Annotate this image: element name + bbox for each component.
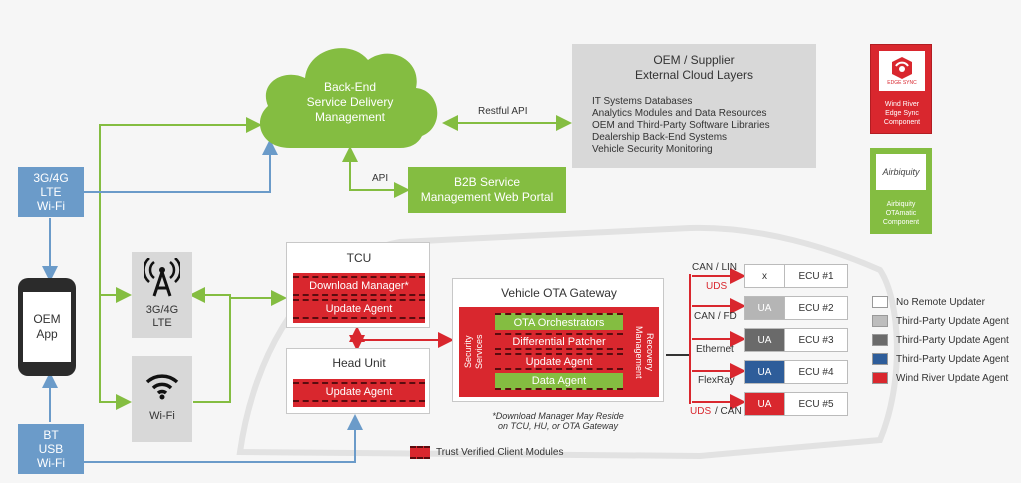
airbiquity-caption: Airbiquity OTAmatic Component	[882, 200, 920, 226]
airbiquity-component: Airbiquity Airbiquity OTAmatic Component	[870, 148, 932, 234]
ota-orchestrators-module: OTA Orchestrators	[495, 313, 623, 330]
external-cloud-item: IT Systems Databases	[592, 96, 693, 107]
ota-gateway-box: Vehicle OTA Gateway Security Services Re…	[452, 278, 664, 402]
bus-label-ethernet: Ethernet	[696, 344, 734, 355]
tcu-box: TCU Download Manager* Update Agent	[286, 242, 430, 328]
ecu-agent: UA	[745, 329, 785, 351]
ecu-row: UA ECU #3	[744, 328, 848, 352]
edge-sync-icon	[892, 57, 912, 79]
trust-label: Trust Verified Client Modules	[436, 447, 564, 458]
airbiquity-logo: Airbiquity	[876, 154, 926, 190]
api-label: API	[372, 173, 389, 184]
legend-swatch	[872, 296, 888, 308]
external-cloud-item: Analytics Modules and Data Resources	[592, 108, 767, 119]
airbiquity-logo-text: Airbiquity	[882, 167, 920, 177]
ecu-agent: x	[745, 265, 785, 287]
legend-swatch	[872, 315, 888, 327]
data-agent-module: Data Agent	[495, 373, 623, 390]
oem-app-label: OEM App	[23, 292, 71, 362]
head-unit-module-stack: Update Agent	[293, 379, 425, 407]
edge-sync-logo-text: EDGE SYNC	[887, 80, 917, 86]
network-bt-usb-wifi: BT USB Wi-Fi	[18, 424, 84, 474]
ecu-name: ECU #5	[798, 398, 834, 410]
ecu-name: ECU #3	[798, 334, 834, 346]
restful-api-label: Restful API	[478, 106, 528, 117]
tcu-title: TCU	[346, 251, 372, 265]
cloud-shape	[259, 48, 438, 148]
security-services-label: Security Services	[463, 334, 484, 370]
b2b-portal: B2B Service Management Web Portal	[408, 167, 566, 213]
ecu-agent: UA	[745, 297, 785, 319]
ecu-row: UA ECU #4	[744, 360, 848, 384]
recovery-management-label: Recovery Management	[634, 325, 655, 379]
external-cloud-item: Dealership Back-End Systems	[592, 132, 728, 143]
external-cloud-list: IT Systems Databases Analytics Modules a…	[592, 96, 812, 156]
tcu-update-agent-module: Update Agent	[293, 299, 425, 319]
external-cloud-item: Vehicle Security Monitoring	[592, 144, 713, 155]
legend-label: Third-Party Update Agent	[896, 335, 1009, 346]
wifi-label: Wi-Fi	[149, 410, 175, 422]
head-unit-update-agent-module: Update Agent	[293, 382, 425, 402]
cloud-label: Back-End Service Delivery Management	[306, 79, 394, 124]
legend-swatch	[872, 353, 888, 365]
tcu-module-stack: Download Manager* Update Agent	[293, 273, 425, 323]
cellular-label: 3G/4G LTE	[145, 304, 179, 329]
bus-label-flexray: FlexRay	[698, 375, 735, 386]
download-manager-module: Download Manager*	[293, 276, 425, 296]
cellular-tile: 3G/4G LTE	[132, 252, 192, 338]
ecu-agent: UA	[745, 361, 785, 383]
external-cloud-box: OEM / Supplier External Cloud Layers IT …	[572, 44, 816, 168]
antenna-icon	[144, 258, 180, 297]
wind-river-component: EDGE SYNC Wind River Edge Sync Component	[870, 44, 932, 134]
wifi-icon	[145, 374, 179, 400]
head-unit-title: Head Unit	[332, 356, 386, 370]
head-unit-box: Head Unit Update Agent	[286, 348, 430, 414]
edge-sync-logo: EDGE SYNC	[879, 51, 925, 91]
legend-swatch	[872, 372, 888, 384]
bus-label-uds-2: UDS	[690, 406, 712, 417]
ecu-name: ECU #1	[798, 270, 834, 282]
ecu-row: x ECU #1	[744, 264, 848, 288]
trust-swatch	[410, 446, 430, 459]
external-cloud-item: OEM and Third-Party Software Libraries	[592, 120, 770, 131]
bus-label-can-lin: CAN / LIN	[692, 262, 738, 273]
ota-gateway-title: Vehicle OTA Gateway	[501, 286, 617, 300]
bus-label-uds: UDS	[706, 281, 728, 292]
legend-label: No Remote Updater	[896, 297, 985, 308]
ecu-agent: UA	[745, 393, 785, 415]
differential-patcher-module: Differential Patcher	[495, 333, 623, 350]
gateway-update-agent-module: Update Agent	[495, 353, 623, 370]
wind-river-caption: Wind River Edge Sync Component	[883, 100, 921, 126]
footnote: *Download Manager May Reside on TCU, HU,…	[492, 411, 624, 431]
ecu-name: ECU #2	[798, 302, 834, 314]
network-3g-wifi: 3G/4G LTE Wi-Fi	[18, 167, 84, 217]
wifi-tile: Wi-Fi	[132, 356, 192, 442]
ecu-row: UA ECU #2	[744, 296, 848, 320]
ecu-row: UA ECU #5	[744, 392, 848, 416]
bus-label-can-fd: CAN / FD	[694, 311, 737, 322]
ota-gateway-stack: Security Services Recovery Management OT…	[459, 307, 659, 397]
legend-label: Wind River Update Agent	[896, 373, 1009, 384]
legend-label: Third-Party Update Agent	[896, 316, 1009, 327]
legend-swatch	[872, 334, 888, 346]
ecu-name: ECU #4	[798, 366, 834, 378]
vehicle-outline	[236, 224, 900, 460]
bus-label-can: / CAN	[715, 406, 742, 417]
external-cloud-title: OEM / Supplier External Cloud Layers	[634, 53, 754, 82]
phone-icon: OEM App	[18, 278, 76, 376]
legend-label: Third-Party Update Agent	[896, 354, 1009, 365]
